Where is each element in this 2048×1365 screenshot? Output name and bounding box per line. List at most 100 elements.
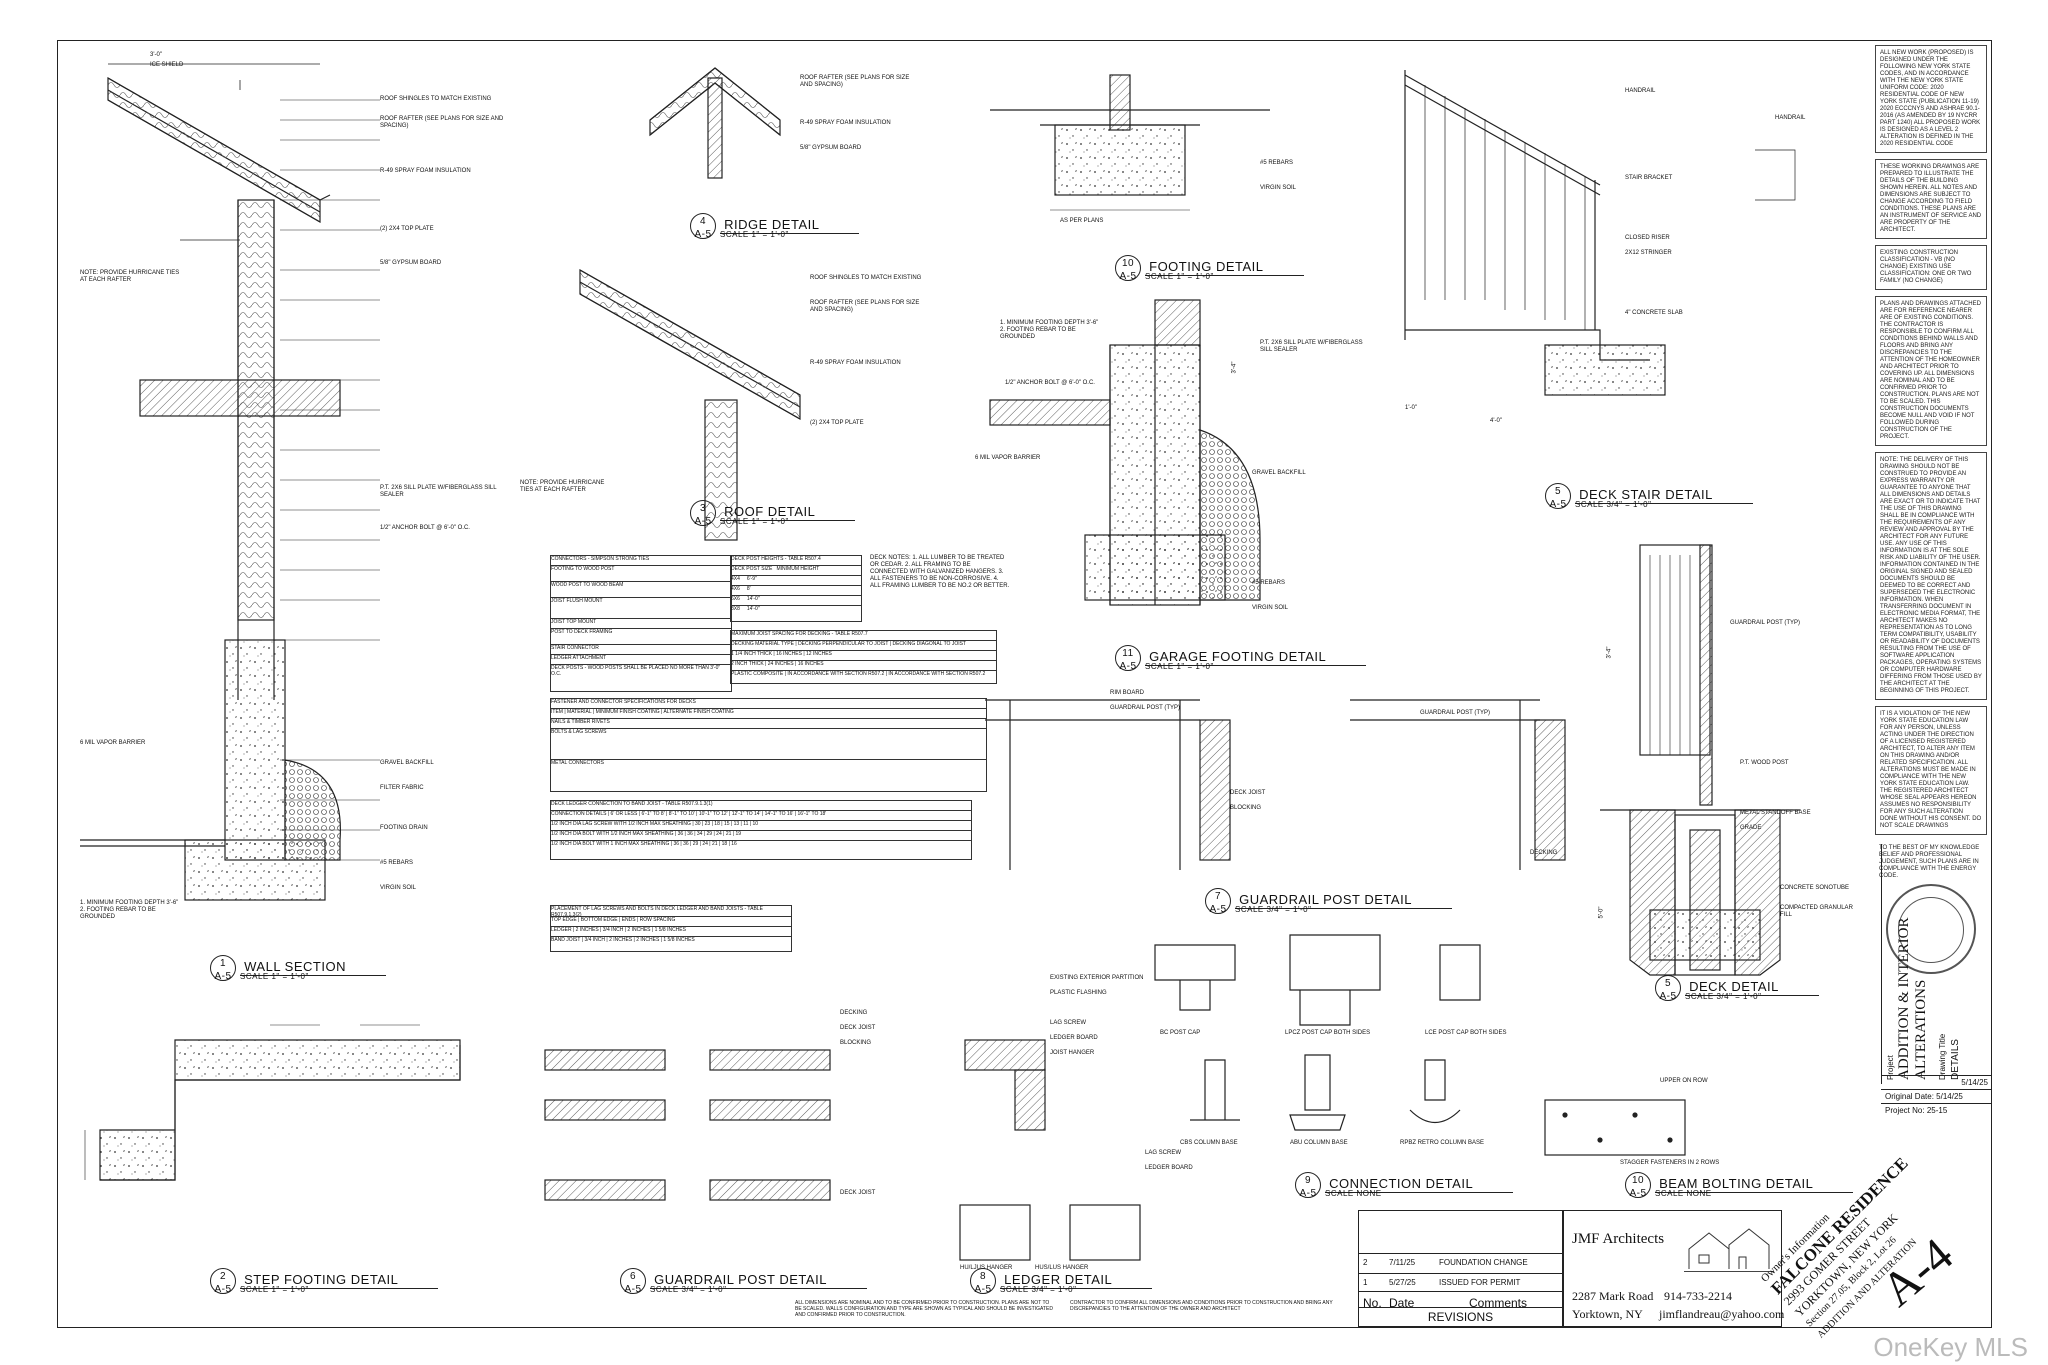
table-row: 1/2 INCH DIA BOLT WITH 1 INCH MAX SHEATH… [551,841,737,847]
table-header: CONNECTION DETAILS | 6' OR LESS | 6'-1" … [551,811,971,821]
callout: LAG SCREW [1145,1150,1182,1156]
callout: GUARDRAIL POST (TYP) [1730,620,1801,626]
table-title: MAXIMUM JOIST SPACING FOR DECKING - TABL… [731,631,996,641]
table-header: ITEM | MATERIAL | MINIMUM FINISH COATING… [551,709,986,719]
callout: DECK JOIST [1230,790,1266,796]
table-row: JOIST FLUSH MOUNT [551,598,731,619]
firm-name: JMF Architects [1572,1231,1665,1247]
callout: BC POST CAP [1160,1030,1201,1036]
step-footing-drawing [84,1024,461,1181]
ledger-detail-drawing [959,1039,1141,1261]
callout: 5/8" GYPSUM BOARD [380,260,442,266]
note-callout: 1. MINIMUM FOOTING DEPTH 3'-6" 2. FOOTIN… [80,900,179,920]
callout: BLOCKING [840,1040,872,1046]
table-row: 6x6 14'-0" [731,596,861,606]
note-callout: NOTE: PROVIDE HURRICANE TIES AT EACH RAF… [520,480,605,493]
callout: JOIST HANGER [1050,1050,1095,1056]
table-row: 1/2 INCH DIA LAG SCREW WITH 1/2 INCH MAX… [551,821,971,831]
dim-label: 3'-4" [1606,646,1613,659]
callout: DECKING [1530,850,1558,856]
dim-label: AS PER PLANS [1060,218,1104,224]
callout: ROOF SHINGLES TO MATCH EXISTING [380,96,492,102]
callout: GRADE [1740,825,1762,831]
table-row: LEDGER ATTACHMENT [551,655,731,665]
callout: (2) 2x4 TOP PLATE [380,226,434,232]
callout: RPBZ RETRO COLUMN BASE [1400,1140,1485,1146]
project-number: Project No: 25-15 [1881,1103,1992,1117]
callout: (2) 2x4 TOP PLATE [810,420,864,426]
callout: LAG SCREW [1050,1020,1087,1026]
callout: LEDGER BOARD [1145,1165,1193,1171]
callout: 6 MIL VAPOR BARRIER [975,455,1041,461]
callout: ROOF SHINGLES TO MATCH EXISTING [810,275,922,281]
callout: #5 REBARS [1252,580,1286,586]
callout: LEDGER BOARD [1050,1035,1098,1041]
dim-label: 3'-4" [1231,361,1238,374]
callout: UPPER ON ROW [1660,1078,1708,1084]
callout: RIM BOARD [1110,690,1145,696]
table-row: STAIR CONNECTOR [551,645,731,655]
callout: ROOF RAFTER (SEE PLANS FOR SIZE AND SPAC… [810,300,920,313]
notes-block: PLANS AND DRAWINGS ATTACHED ARE FOR REFE… [1875,296,1987,446]
table-row: FOOTING TO WOOD POST [551,566,731,582]
dim-label: 3'-0" [150,52,162,58]
callout: #5 REBARS [380,860,414,866]
firm-email: jimflandreau@yahoo.com [1659,1307,1785,1321]
architect-seal-icon [1886,884,1976,974]
callout: 6 MIL VAPOR BARRIER [80,740,146,746]
drawing-title: DETAILS [1950,1039,1961,1080]
table-row: BOLTS & LAG SCREWS [551,729,986,760]
callout: CBS COLUMN BASE [1180,1140,1238,1146]
callout: HUS/LUS HANGER [1035,1265,1089,1271]
house-sketch-icon [1684,1221,1774,1272]
table-row: DECK POSTS - WOOD POSTS SHALL BE PLACED … [551,665,721,677]
project-dates: 5/14/25 Original Date: 5/14/25 Project N… [1881,1075,1992,1117]
firm-city: Yorktown, NY [1572,1307,1643,1321]
table-row: BAND JOIST | 3/4 INCH | 2 INCHES | 2 INC… [551,937,695,943]
placement-table: PLACEMENT OF LAG SCREWS AND BOLTS IN DEC… [550,905,792,952]
ledger-table: DECK LEDGER CONNECTION TO BAND JOIST - T… [550,800,972,860]
table-row: 1/2 INCH DIA BOLT WITH 1/2 INCH MAX SHEA… [551,831,971,841]
general-note: ALL DIMENSIONS ARE NOMINAL AND TO BE CON… [795,1300,1053,1318]
table-title: FASTENER AND CONNECTOR SPECIFICATIONS FO… [551,699,986,709]
callout: LCE POST CAP BOTH SIDES [1425,1030,1507,1036]
callout: DECK JOIST [840,1190,876,1196]
firm-address: 2287 Mark Road [1572,1289,1654,1303]
drawing-sheet-border [57,40,1992,1328]
callout: ROOF RAFTER (SEE PLANS FOR SIZE AND SPAC… [800,75,910,88]
callout: P.T. 2x6 SILL PLATE W/FIBERGLASS SILL SE… [380,485,497,498]
callout: ABU COLUMN BASE [1290,1140,1348,1146]
callout: BLOCKING [1230,805,1262,811]
deck-notes: DECK NOTES: 1. ALL LUMBER TO BE TREATED … [870,555,1010,589]
callout: 1/2" ANCHOR BOLT @ 6'-0" O.C. [380,525,470,531]
deck-stair-drawing [1404,70,1796,396]
fastener-table: FASTENER AND CONNECTOR SPECIFICATIONS FO… [550,698,987,792]
callout: 2x12 STRINGER [1625,250,1672,256]
callout: VIRGIN SOIL [380,885,417,891]
table-row: LEDGER | 2 INCHES | 3/4 INCH | 2 INCHES … [551,927,791,937]
firm-phone: 914-733-2214 [1664,1289,1732,1303]
notes-block: ALL NEW WORK (PROPOSED) IS DESIGNED UNDE… [1875,45,1987,153]
callout: PLASTIC FLASHING [1050,990,1107,996]
table-title: DECK LEDGER CONNECTION TO BAND JOIST - T… [551,801,971,811]
callout: GRAVEL BACKFILL [380,760,434,766]
note-callout: NOTE: PROVIDE HURRICANE TIES AT EACH RAF… [80,270,180,283]
